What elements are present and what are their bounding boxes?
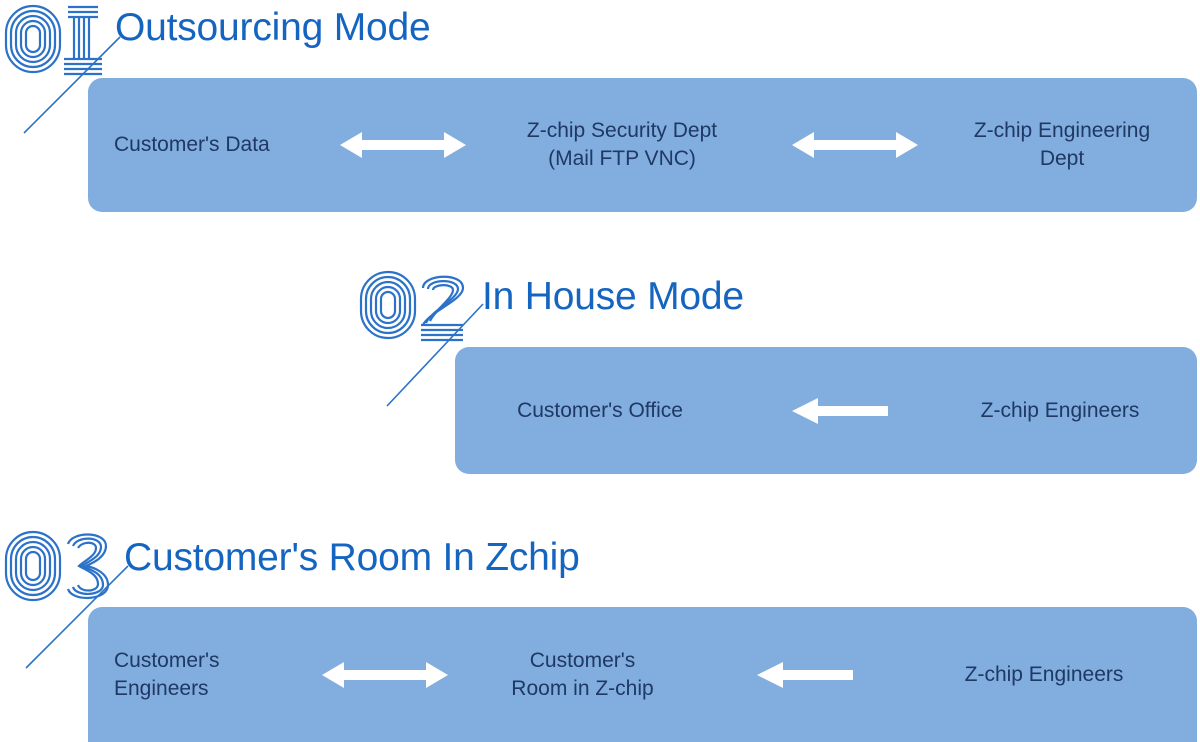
arrow-double-1a — [335, 129, 471, 161]
diagram-bar-03: Customer's Engineers Customer's Room in … — [88, 607, 1197, 742]
diagram-bar-02: Customer's Office Z-chip Engineers — [455, 347, 1197, 474]
diagram-bar-01: Customer's Data Z-chip Security Dept (Ma… — [88, 78, 1197, 212]
arrow-double-3a — [310, 659, 460, 691]
bar-03-cell-zchip-engineers: Z-chip Engineers — [964, 662, 1124, 686]
bar-01-cell-customer-data: Customer's Data — [114, 133, 270, 157]
bar-03-cell-customer-engineers: Customer's Engineers — [114, 648, 220, 700]
section-number-01 — [2, 2, 108, 78]
section-title-02: In House Mode — [482, 275, 744, 318]
arrow-left-2a — [745, 396, 935, 426]
connector-line-01 — [23, 36, 121, 134]
connector-line-02 — [386, 303, 484, 407]
arrow-double-1b — [773, 129, 937, 161]
connector-line-03 — [25, 565, 129, 669]
section-number-02 — [357, 268, 475, 344]
bar-01-cell-engineering-dept: Z-chip Engineering Dept — [973, 119, 1151, 170]
arrow-left-3b — [705, 660, 905, 690]
bar-02-cell-zchip-engineers: Z-chip Engineers — [980, 398, 1140, 422]
section-title-01: Outsourcing Mode — [115, 6, 431, 49]
bar-03-cell-customer-room: Customer's Room in Z-chip — [511, 648, 654, 700]
bar-01-cell-security-dept: Z-chip Security Dept (Mail FTP VNC) — [526, 119, 718, 170]
bar-02-cell-customer-office: Customer's Office — [517, 398, 683, 422]
section-title-03: Customer's Room In Zchip — [124, 536, 580, 579]
